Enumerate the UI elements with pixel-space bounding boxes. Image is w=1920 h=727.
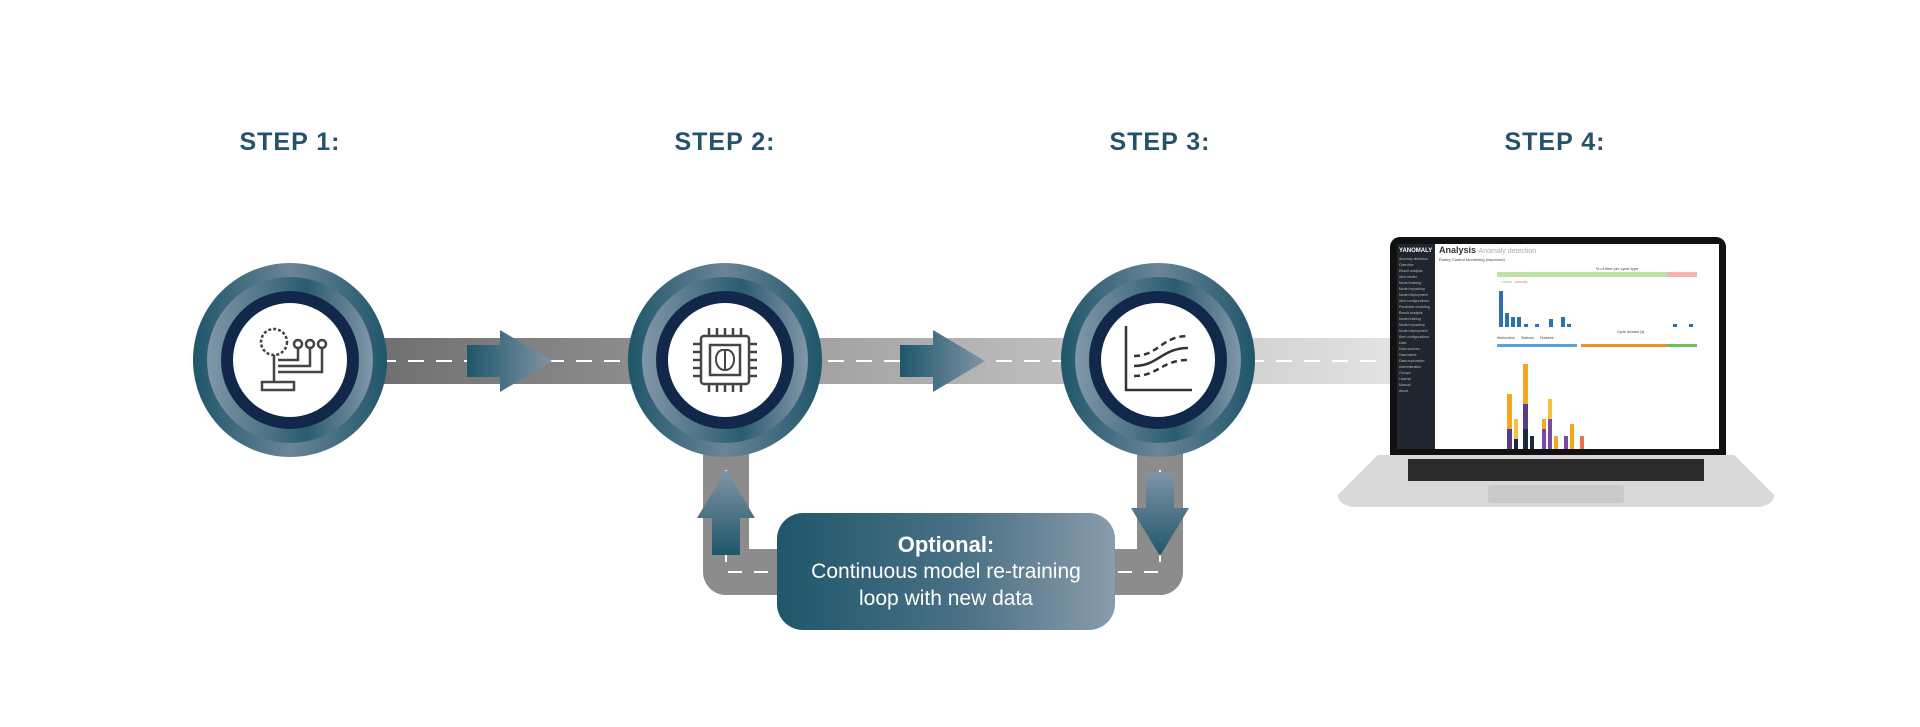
sidebar-item[interactable]: Model repository xyxy=(1399,323,1425,327)
sidebar-item[interactable]: Administration xyxy=(1399,365,1422,369)
tab-workorders[interactable]: Workorders xyxy=(1497,336,1516,340)
chart-title: % of time per cycle type xyxy=(1595,266,1639,271)
app-logo: YANOMALY xyxy=(1399,248,1433,254)
sidebar-item[interactable]: About xyxy=(1399,389,1409,393)
sidebar-item[interactable]: Alert center xyxy=(1399,275,1417,279)
sidebar-item[interactable]: Model deployment xyxy=(1399,293,1428,297)
optional-retraining-box: Optional: Continuous model re-training l… xyxy=(777,513,1115,630)
step-1-label: STEP 1: xyxy=(239,128,341,156)
circuit-tree-icon xyxy=(259,327,328,392)
sidebar-item[interactable]: Result analysis xyxy=(1399,311,1423,315)
cycle-type-bar xyxy=(1497,272,1697,277)
sidebar-item[interactable]: Groups xyxy=(1399,371,1411,375)
sidebar-item[interactable]: Model training xyxy=(1399,317,1421,321)
arrow-up xyxy=(697,470,755,555)
sidebar-item[interactable]: Model repository xyxy=(1399,287,1425,291)
sidebar-item[interactable]: Model deployment xyxy=(1399,329,1428,333)
step-circles xyxy=(193,263,1255,457)
arrow-right-1 xyxy=(467,330,552,392)
ai-chip-brain-icon xyxy=(693,328,757,392)
sidebar-item[interactable]: Overview xyxy=(1399,263,1414,267)
step-3-label: STEP 3: xyxy=(1109,128,1211,156)
sidebar-item[interactable]: Result analysis xyxy=(1399,269,1423,273)
sidebar-item[interactable]: Data labels xyxy=(1399,353,1417,357)
tab-features[interactable]: Features xyxy=(1539,336,1554,340)
optional-title: Optional: xyxy=(897,532,995,557)
resource-name: Rotary Control Monitoring (improved) xyxy=(1439,257,1505,262)
laptop-base xyxy=(1338,455,1774,507)
arrow-down xyxy=(1131,472,1189,556)
sidebar-item[interactable]: Data exploration xyxy=(1399,359,1425,363)
step-2-label: STEP 2: xyxy=(674,128,776,156)
page-subtitle: Anomaly detection xyxy=(1478,248,1537,255)
legend-anomaly: anomaly xyxy=(1514,280,1528,284)
sidebar-item[interactable]: Model training xyxy=(1399,281,1421,285)
timeline-bar xyxy=(1497,344,1697,347)
stacked-bar-chart xyxy=(1507,364,1584,449)
sidebar-item[interactable]: Data xyxy=(1399,341,1407,345)
histogram xyxy=(1499,291,1693,327)
line-chart-curves-icon xyxy=(1124,326,1192,392)
optional-line-1: Continuous model re-training xyxy=(811,560,1081,583)
optional-line-2: loop with new data xyxy=(859,587,1033,610)
sidebar-item[interactable]: Alert configurations xyxy=(1399,299,1429,303)
sidebar-item[interactable]: Manual xyxy=(1399,383,1411,387)
step-4-label: STEP 4: xyxy=(1504,128,1606,156)
legend-normal: normal xyxy=(1501,280,1512,284)
sidebar-item[interactable]: Anomaly detection xyxy=(1399,257,1428,261)
sidebar-item[interactable]: License xyxy=(1399,377,1412,381)
x-axis-label: Cycle duration [s] xyxy=(1617,330,1645,334)
page-title: Analysis xyxy=(1439,245,1477,255)
sidebar-item[interactable]: Data sources xyxy=(1399,347,1420,351)
tab-stations[interactable]: Stations xyxy=(1521,336,1534,340)
sidebar-item[interactable]: Alert configurations xyxy=(1399,335,1429,339)
arrow-right-2 xyxy=(900,330,985,392)
sidebar-item[interactable]: Predictive modeling xyxy=(1399,305,1430,309)
